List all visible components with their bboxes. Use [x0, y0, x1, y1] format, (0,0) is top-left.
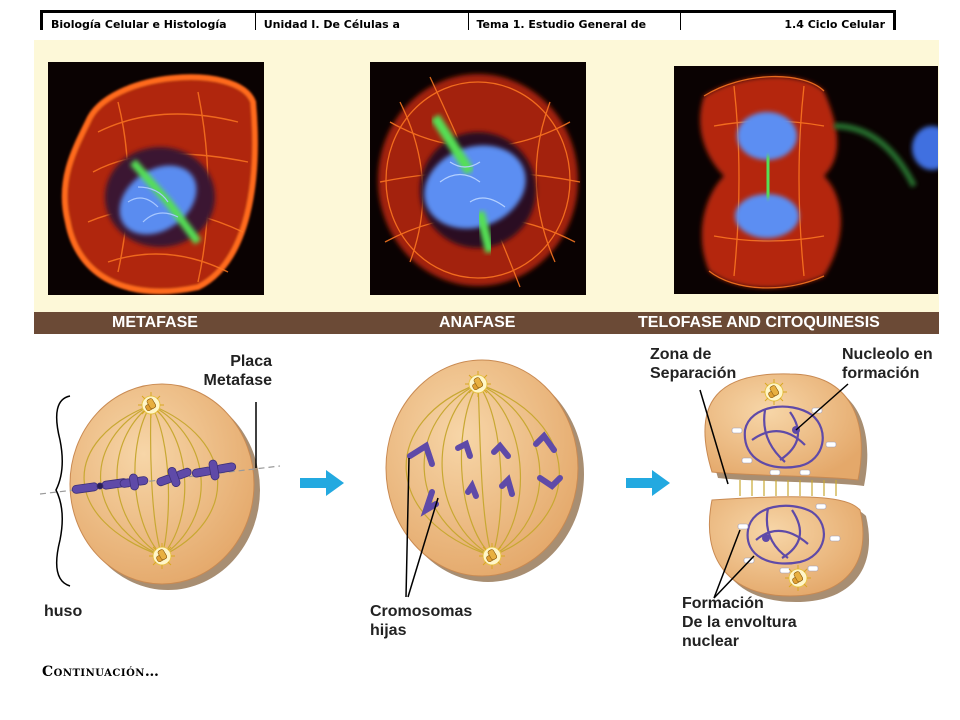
- anaphase-micrograph: [370, 62, 586, 295]
- spindle-brace: [55, 395, 71, 587]
- anaphase-label: ANAFASE: [439, 314, 516, 331]
- continuation-text: Continuación…: [42, 664, 160, 680]
- right-arrow-icon: [300, 470, 344, 496]
- header-course: Biología Celular e Histología: [43, 13, 256, 30]
- chromosome-pointer-b: [407, 497, 439, 598]
- metaphase-chromosomes: [71, 459, 237, 494]
- envelope-fragments: [731, 407, 841, 574]
- spindle-label: huso: [44, 603, 83, 620]
- envelope-pointer-a: [713, 529, 741, 599]
- metaphase-cell: [39, 383, 281, 590]
- chromosome-pointer-a: [405, 457, 410, 598]
- right-arrow-icon: [626, 470, 670, 496]
- telophase-cell: [699, 373, 870, 602]
- header-bar: Biología Celular e Histología Unidad I. …: [40, 10, 896, 30]
- telophase-label: TELOFASE AND CITOQUINESIS: [638, 314, 880, 331]
- nucleolus-bottom: [762, 534, 770, 542]
- metaphase-label: METAFASE: [112, 314, 198, 331]
- mitosis-schematic: [39, 359, 870, 602]
- telophase-micrograph: [674, 66, 938, 294]
- envelope-pointer-b: [713, 555, 755, 599]
- anaphase-cell: [385, 359, 584, 598]
- telophase-midbody: [739, 480, 837, 496]
- anaphase-spindle: [405, 383, 560, 557]
- telophase-nuclei: [743, 405, 825, 565]
- separation-pointer: [699, 389, 729, 485]
- header-unit: Unidad I. De Células a: [256, 13, 469, 30]
- header-subtopic: 1.4 Ciclo Celular: [784, 18, 885, 30]
- phase-label-bar: [34, 312, 939, 334]
- anaphase-chromosomes: [407, 431, 563, 517]
- header-topic: Tema 1. Estudio General de: [469, 13, 682, 30]
- metaphase-micrograph: [48, 62, 264, 295]
- nucleolus-pointer: [795, 383, 849, 431]
